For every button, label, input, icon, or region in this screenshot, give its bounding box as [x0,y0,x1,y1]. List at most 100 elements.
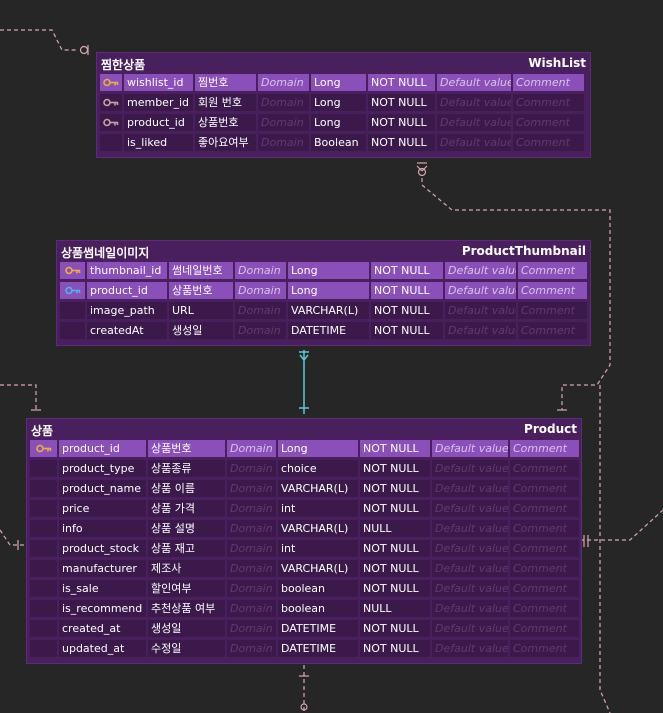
key-cell [30,500,57,517]
column-nullable: NOT NULL [360,480,430,497]
column-type: Boolean [311,134,366,151]
column-domain: Domain [227,640,276,657]
column-type: boolean [278,580,358,597]
key-cell [60,282,85,299]
column-type: VARCHAR(L) [278,560,358,577]
column-domain: Domain [227,560,276,577]
column-name: thumbnail_id [87,262,167,279]
column-default: Default value [432,460,508,477]
column-type: Long [311,94,366,111]
column-nullable: NOT NULL [368,134,435,151]
column-domain: Domain [227,580,276,597]
column-comment: Comment [510,520,579,537]
entity-physical-name: Product [524,422,577,436]
column-default: Default value [437,114,511,131]
column-default: Default value [445,302,516,319]
key-cell [100,134,122,151]
primary-key-icon [35,444,51,453]
column-logical-name: 상품종류 [148,460,225,477]
primary-key-icon [103,78,119,87]
column-name: product_stock [59,540,146,557]
entity-logical-name: 찜한상품 [101,58,146,72]
entity-physical-name: WishList [528,56,586,70]
key-cell [30,560,57,577]
column-domain: Domain [227,460,276,477]
relation-line-right-side [580,509,663,541]
column-logical-name: 추천상품 여부 [148,600,225,617]
foreign-key-icon [103,98,119,107]
column-nullable: NOT NULL [368,94,435,111]
key-cell [30,580,57,597]
column-default: Default value [445,322,516,339]
column-type: Long [288,262,369,279]
relation-line-left-product [0,384,37,410]
entity-physical-name: ProductThumbnail [461,244,586,258]
column-comment: Comment [518,262,587,279]
column-domain: Domain [235,282,286,299]
column-domain: Domain [258,114,309,131]
column-nullable: NOT NULL [360,560,430,577]
column-type: Long [288,282,369,299]
key-cell [30,600,57,617]
column-nullable: NOT NULL [360,460,430,477]
column-logical-name: 할인여부 [148,580,225,597]
column-default: Default value [432,480,508,497]
cardinality-circle [417,167,427,177]
column-type: int [278,540,358,557]
column-type: DATETIME [288,322,369,339]
column-default: Default value [445,282,516,299]
key-cell [30,620,57,637]
column-logical-name: 생성일 [169,322,233,339]
column-type: Long [278,440,358,457]
column-comment: Comment [510,540,579,557]
relation-line-member-wishlist [0,29,78,51]
column-name: is_liked [124,134,193,151]
column-type: Long [311,74,366,91]
column-name: product_id [87,282,167,299]
column-default: Default value [432,600,508,617]
entity-header[interactable]: 찜한상품 WishList [97,53,590,73]
column-nullable: NOT NULL [360,640,430,657]
column-domain: Domain [258,74,309,91]
column-name: updated_at [59,640,146,657]
column-logical-name: 수정일 [148,640,225,657]
column-comment: Comment [513,94,584,111]
column-comment: Comment [510,560,579,577]
column-domain: Domain [227,500,276,517]
column-default: Default value [437,74,511,91]
column-default: Default value [432,440,508,457]
column-default: Default value [437,94,511,111]
column-domain: Domain [227,520,276,537]
column-name: manufacturer [59,560,146,577]
column-logical-name: 상품번호 [195,114,256,131]
column-name: product_id [59,440,146,457]
column-logical-name: 회원 번호 [195,94,256,111]
column-logical-name: 상품 이름 [148,480,225,497]
